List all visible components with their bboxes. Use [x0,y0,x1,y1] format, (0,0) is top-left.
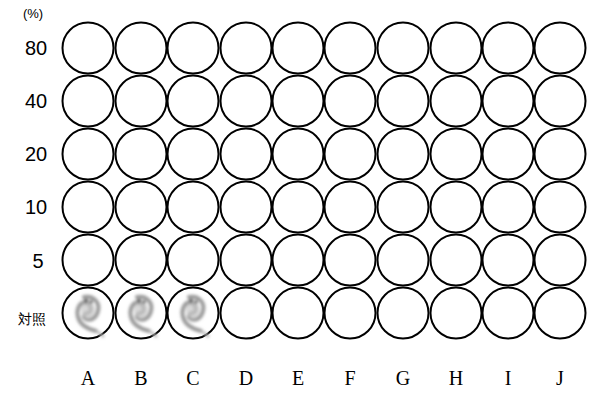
row-label: 10 [25,197,47,217]
well-circle [273,76,324,127]
row-label: 40 [25,91,47,111]
well-circle [431,235,482,286]
well-circle [273,182,324,233]
well-circle [273,235,324,286]
well-circle [378,235,429,286]
well-circle [483,288,534,339]
well-circle [483,235,534,286]
well-circle [378,23,429,74]
row-label: 対照 [18,312,46,326]
column-label: E [292,368,304,388]
well-circle [221,288,272,339]
well-circle [273,288,324,339]
well-circle [325,129,376,180]
well-circle [63,182,114,233]
well-circle [535,288,586,339]
well-circle [483,182,534,233]
row-label: 20 [25,144,47,164]
well-circle [116,23,167,74]
well-circle [535,129,586,180]
well-circle [431,129,482,180]
well-circle [116,129,167,180]
well-circle [116,288,167,339]
well-circle [325,76,376,127]
well-circle [431,182,482,233]
column-label: G [396,368,410,388]
well-circle [483,76,534,127]
well-circle [63,235,114,286]
well-circle [535,235,586,286]
well-circle [116,182,167,233]
well-circle [325,182,376,233]
organism-figure [77,297,104,337]
well-circle [483,129,534,180]
well-circle [116,235,167,286]
well-circle [221,235,272,286]
well-circle [63,288,114,339]
column-label: C [186,368,199,388]
well-circle [116,76,167,127]
well-circle [221,182,272,233]
well-circle [378,129,429,180]
well-circle [378,182,429,233]
well-circle [168,288,219,339]
column-label: F [344,368,355,388]
well-circle [535,23,586,74]
well-circle [535,182,586,233]
well-circle [325,23,376,74]
well-circle [168,182,219,233]
well-circle [221,129,272,180]
well-circle [273,23,324,74]
column-label: B [134,368,147,388]
row-label: 5 [32,251,43,271]
column-label: I [505,368,512,388]
well-circle [168,129,219,180]
well-circle [483,23,534,74]
well-circle [535,76,586,127]
column-label: A [81,368,95,388]
well-circle [63,129,114,180]
well-circle [168,76,219,127]
well-circle [378,76,429,127]
column-label: H [449,368,463,388]
well-circle [431,23,482,74]
well-circle [63,23,114,74]
unit-label: (%) [23,7,43,20]
well-circle [221,23,272,74]
well-circle [378,288,429,339]
well-circle [431,288,482,339]
well-circle [63,76,114,127]
column-label: D [239,368,253,388]
well-circle [325,288,376,339]
column-label: J [556,368,564,388]
well-circle [325,235,376,286]
well-circle [221,76,272,127]
row-label: 80 [25,38,47,58]
organism-figure [130,297,157,337]
well-circle [168,23,219,74]
well-circle [273,129,324,180]
organism-figure [182,297,209,337]
well-circle [431,76,482,127]
well-circle [168,235,219,286]
